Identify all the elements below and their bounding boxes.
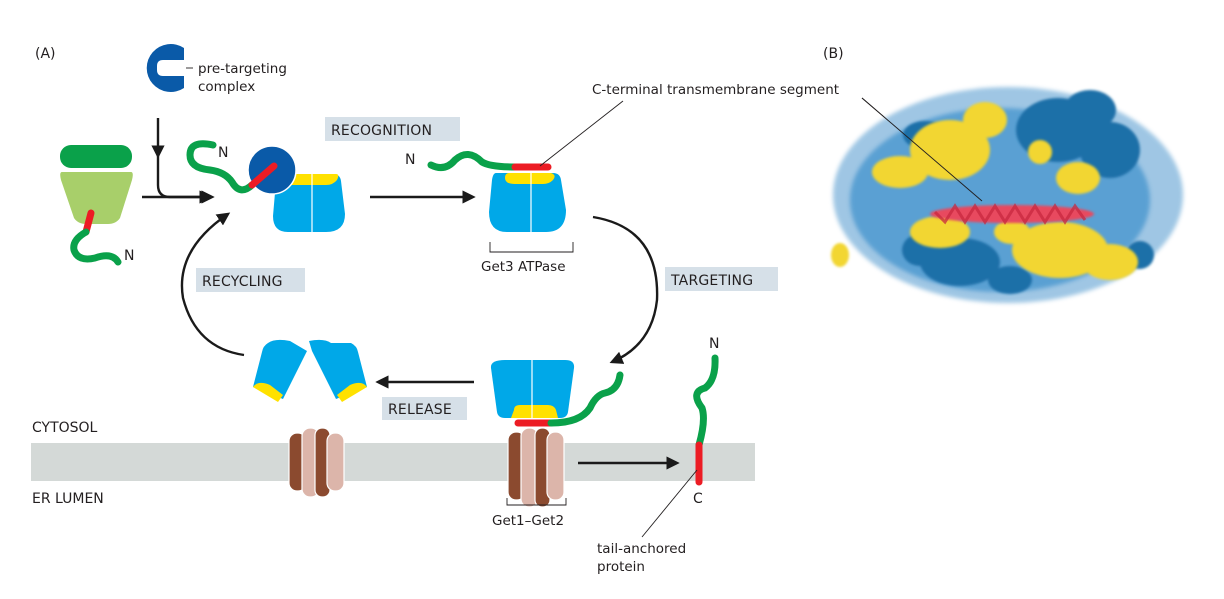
recycling-step-label: RECYCLING <box>202 274 283 290</box>
ribosome-nascent-chain <box>70 228 122 266</box>
docked-chain <box>547 371 624 427</box>
n-label-ta: N <box>709 336 719 352</box>
targeting-step-label: TARGETING <box>670 273 753 289</box>
targeting-arrow <box>592 215 659 364</box>
release-step-box <box>382 397 467 420</box>
pre-targeting-complex-icon <box>146 44 184 92</box>
recycling-step-box <box>196 268 305 292</box>
cytosol-label: CYTOSOL <box>32 420 98 436</box>
n-label-bound: N <box>218 145 228 161</box>
targeting-step-box <box>665 267 778 291</box>
tail-anchored-label-2: protein <box>597 559 645 575</box>
get3-bracket <box>489 242 574 253</box>
panel-b-label: (B) <box>823 46 844 62</box>
ribosome <box>60 145 133 224</box>
get3-dimer-open <box>273 174 345 232</box>
recycling-arrow <box>180 212 245 357</box>
get3-crystal-structure <box>831 87 1183 303</box>
pre-targeting-label-1: pre-targeting <box>198 61 287 77</box>
c-label-ta: C <box>693 491 703 507</box>
n-label-ribosome: N <box>124 248 134 264</box>
get3-dimer-released <box>253 339 367 402</box>
bound-tm-segment <box>248 162 278 189</box>
get3-atpase-label: Get3 ATPase <box>481 259 566 275</box>
tail-anchored-leader <box>641 469 698 538</box>
get3-loaded-binding-site <box>505 173 555 184</box>
n-label-recognized: N <box>405 152 415 168</box>
get3-dimer-docked <box>490 360 575 418</box>
er-lumen-label: ER LUMEN <box>32 491 104 507</box>
recognition-step-box <box>325 117 460 141</box>
get3-binding-site <box>288 174 339 185</box>
recognition-step-label: RECOGNITION <box>331 123 432 139</box>
pre-targeting-arrow <box>156 118 213 204</box>
bound-nascent-chain <box>186 140 256 194</box>
recognized-chain <box>427 151 519 172</box>
ribosome-small-subunit <box>60 172 133 224</box>
get3-docked-binding-site <box>511 405 558 418</box>
release-step-label: RELEASE <box>388 402 452 418</box>
get3-dimer-loaded <box>489 173 566 232</box>
panel-a-label: (A) <box>35 46 56 62</box>
get1-get2-complex-docked <box>507 427 565 508</box>
get1-get2-label: Get1–Get2 <box>492 513 564 529</box>
tail-anchored-label-1: tail-anchored <box>597 541 686 557</box>
ta-protein-cytosolic-domain <box>693 354 719 449</box>
c-terminal-tm-leader-b-top <box>861 97 983 202</box>
get1-get2-complex-free <box>288 427 345 498</box>
ribosome-large-subunit <box>60 145 132 168</box>
get1-get2-bracket <box>506 498 567 506</box>
pre-targeting-label-2: complex <box>198 79 255 95</box>
c-terminal-tm-leader-a <box>539 100 624 167</box>
c-terminal-tm-label: C-terminal transmembrane segment <box>592 82 839 98</box>
